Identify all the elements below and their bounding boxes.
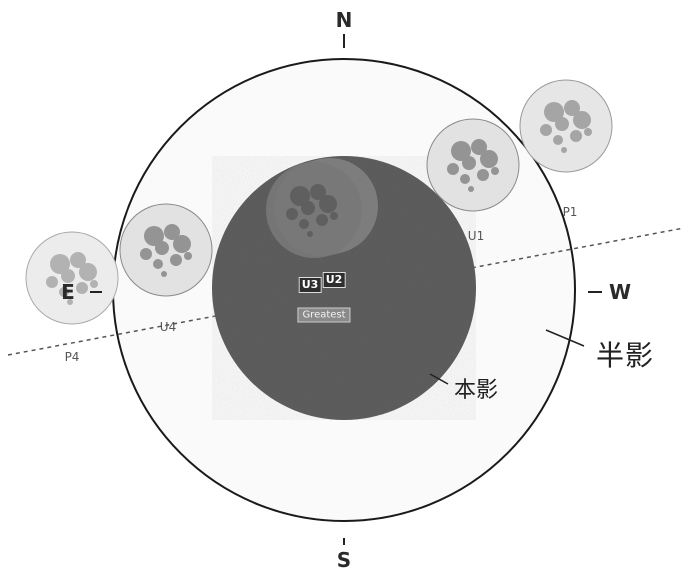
- umbra-leader: [429, 373, 449, 385]
- greatest-label: Greatest: [297, 307, 351, 323]
- moon-u4: [119, 203, 213, 297]
- moon-eclipsed-stack: [266, 158, 378, 258]
- moon-p4: [25, 231, 119, 325]
- east-label: E: [61, 280, 75, 304]
- moon-path-line: [7, 227, 685, 356]
- moon-u1: [426, 118, 520, 212]
- moon-p1: [519, 79, 613, 173]
- umbra-label: 本影: [453, 378, 499, 403]
- contact-label-p1: P1: [562, 205, 578, 219]
- south-label: S: [336, 548, 352, 572]
- contact-label-u4: U4: [159, 320, 177, 334]
- north-label: N: [335, 8, 353, 32]
- penumbra-leader: [545, 329, 585, 347]
- contact-label-u3: U3: [298, 277, 322, 293]
- contact-label-p4: P4: [64, 350, 80, 364]
- west-label: W: [608, 280, 632, 304]
- contact-label-u2: U2: [322, 272, 346, 288]
- penumbra-label: 半影: [595, 339, 655, 372]
- contact-label-u1: U1: [467, 229, 485, 243]
